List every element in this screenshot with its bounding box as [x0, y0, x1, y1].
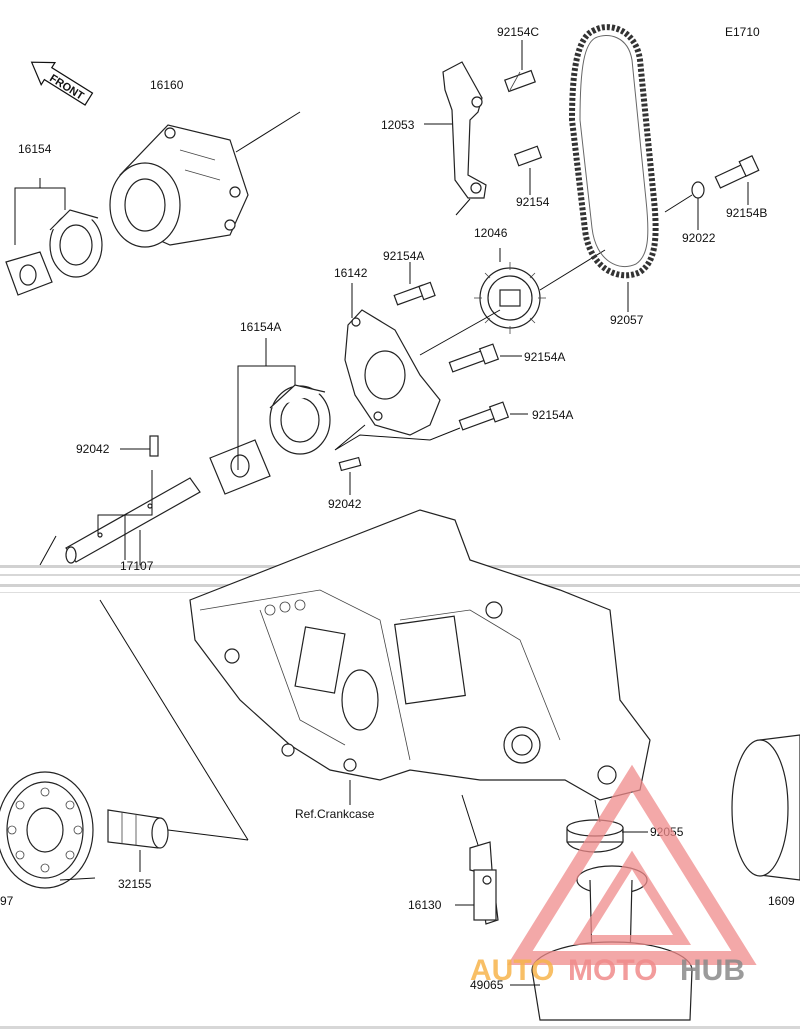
pipe-32155 [107, 809, 169, 849]
callout-97: 97 [0, 894, 14, 908]
callout-16160: 16160 [150, 78, 184, 92]
callout-32155: 32155 [118, 877, 152, 891]
callout-92154a-low: 92154A [532, 408, 573, 422]
bolt-92154a-mid [448, 343, 500, 373]
crankcase [189, 509, 651, 801]
outer-rotor-16154 [49, 209, 103, 278]
callout-92154b: 92154B [726, 206, 767, 220]
chain-guide-12053 [442, 61, 487, 199]
drive-chain-92057 [568, 24, 659, 279]
callout-92154c: 92154C [497, 25, 539, 39]
callout-16142: 16142 [334, 266, 368, 280]
automotohub-watermark: AUTO MOTO HUB [470, 764, 757, 987]
front-arrow-icon: FRONT [30, 61, 94, 106]
pin-92042-lower [338, 456, 362, 472]
callout-92154a-mid: 92154A [524, 350, 565, 364]
inner-rotor-16154 [5, 251, 53, 296]
pin-92042-top [149, 435, 159, 457]
callout-92154a-top: 92154A [383, 249, 424, 263]
callout-92042-lower: 92042 [328, 497, 362, 511]
watermark-triangle-logo [507, 764, 757, 965]
oil-pump-body [109, 124, 249, 248]
oil-filter-right [731, 734, 800, 881]
callout-1609: 1609 [768, 894, 795, 908]
oil-pressure-switch-16130 [469, 841, 499, 925]
callout-49065: 49065 [470, 978, 504, 992]
callout-16130: 16130 [408, 898, 442, 912]
oil-filter-left [0, 771, 94, 889]
bolt-92154 [513, 145, 543, 167]
callout-92057: 92057 [610, 313, 644, 327]
pump-cover-16142 [344, 309, 441, 436]
callout-92154: 92154 [516, 195, 550, 209]
callout-92042-top: 92042 [76, 442, 110, 456]
watermark-moto: MOTO [568, 954, 657, 987]
pump-shaft-17107 [65, 477, 201, 564]
bolt-92154b [714, 154, 760, 189]
inner-rotor-16154a [209, 439, 271, 495]
outer-rotor-16154a [269, 384, 331, 455]
callout-16154a: 16154A [240, 320, 281, 334]
bolt-92154a-top [393, 281, 436, 306]
watermark-auto: AUTO [470, 954, 554, 987]
bolt-92154c [504, 69, 536, 93]
bottom-noise-strip [0, 1026, 800, 1029]
sprocket-12046 [474, 262, 546, 334]
callout-92022: 92022 [682, 231, 716, 245]
callout-12053: 12053 [381, 118, 415, 132]
callout-12046: 12046 [474, 226, 508, 240]
callout-16154: 16154 [18, 142, 52, 156]
washer-92022 [691, 181, 705, 199]
callout-17107: 17107 [120, 559, 154, 573]
diagram-code: E1710 [725, 25, 760, 39]
callout-ref-crankcase: Ref.Crankcase [295, 807, 375, 821]
watermark-hub: HUB [680, 954, 745, 987]
bolt-92154a-low [458, 401, 510, 431]
